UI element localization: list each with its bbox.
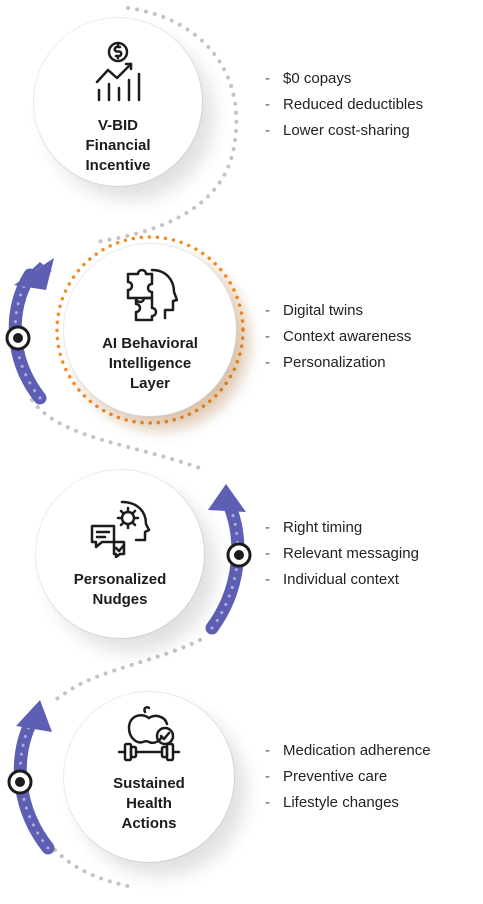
bullet-item: Medication adherence — [265, 738, 431, 764]
bullet-item: Preventive care — [265, 764, 431, 790]
bullet-item: Lower cost-sharing — [265, 118, 423, 144]
step-node-personalized-nudges: Personalized Nudges — [36, 470, 204, 638]
bullet-item: Digital twins — [265, 298, 411, 324]
target-marker-1 — [5, 325, 31, 351]
step-title: V-BID Financial Incentive — [85, 117, 151, 174]
target-marker-3 — [7, 769, 33, 795]
connector-bottom — [53, 848, 130, 888]
step-node-financial-incentive: V-BID Financial Incentive — [34, 18, 202, 186]
bullet-item: Reduced deductibles — [265, 92, 423, 118]
bullet-item: Context awareness — [265, 324, 411, 350]
step-title: Personalized Nudges — [73, 571, 167, 608]
step-bullets-personalized-nudges: Right timing Relevant messaging Individu… — [265, 515, 419, 593]
step-node-sustained-health-actions: Sustained Health Actions — [64, 692, 234, 862]
step-title: AI Behavioral Intelligence Layer — [102, 335, 198, 392]
apple-dumbbell-check-icon — [117, 705, 181, 762]
step-bullets-sustained-health-actions: Medication adherence Preventive care Lif… — [265, 738, 431, 816]
bullet-item: $0 copays — [265, 66, 423, 92]
messaging-brain-gear-icon — [90, 500, 151, 558]
target-marker-2 — [226, 542, 252, 568]
connector-top — [93, 6, 239, 244]
step-title: Sustained Health Actions — [113, 775, 185, 832]
step-bullets-ai-behavioral-layer: Digital twins Context awareness Personal… — [265, 298, 411, 376]
bullet-item: Lifestyle changes — [265, 790, 431, 816]
step-node-ai-behavioral-layer: AI Behavioral Intelligence Layer — [64, 244, 236, 416]
bullet-item: Individual context — [265, 567, 419, 593]
ai-layer-dotted-ring — [55, 235, 245, 425]
bullet-item: Relevant messaging — [265, 541, 419, 567]
bullet-item: Right timing — [265, 515, 419, 541]
connector-mid-2 — [53, 638, 202, 702]
ai-brain-puzzle-icon — [126, 268, 178, 322]
step-bullets-financial-incentive: $0 copays Reduced deductibles Lower cost… — [265, 66, 423, 144]
bullet-item: Personalization — [265, 350, 411, 376]
connector-mid-1 — [30, 398, 207, 472]
financial-growth-chart-icon — [95, 41, 141, 102]
